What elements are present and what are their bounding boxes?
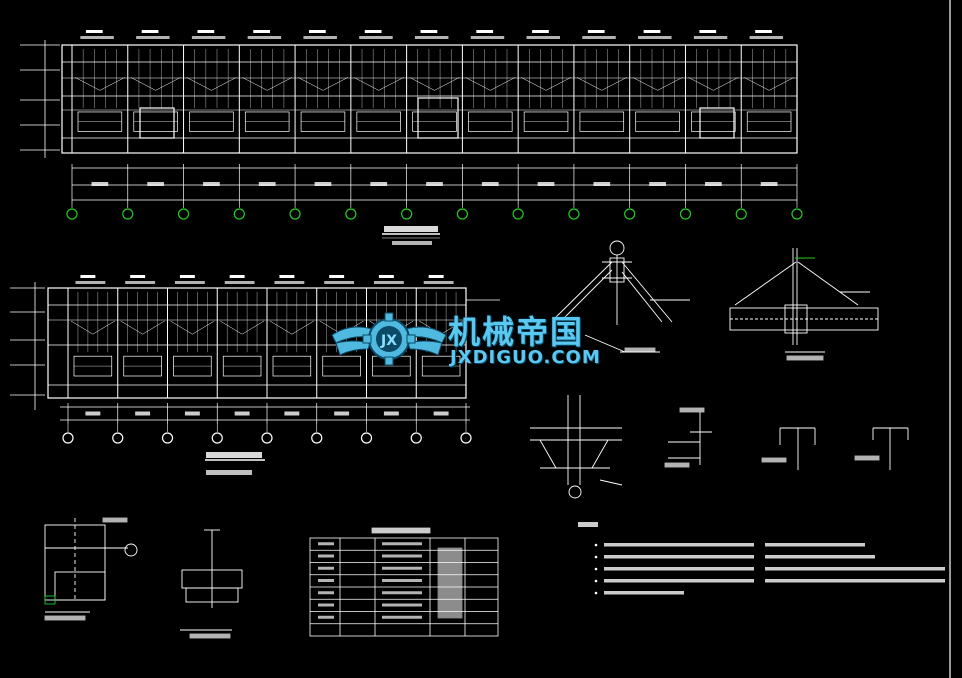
axis-bubble: [233, 208, 245, 220]
axis-bubble: [345, 208, 357, 220]
axis-bubble: [360, 432, 373, 444]
elevation-a-drawing: [20, 30, 803, 245]
axis-bubble: [289, 208, 301, 220]
material-table: [309, 527, 499, 637]
axis-bubble: [791, 208, 803, 220]
gear-wings-logo-icon: JX: [331, 312, 447, 366]
axis-bubble: [177, 208, 190, 220]
axis-bubble: [624, 208, 636, 220]
axis-bubble: [311, 432, 323, 444]
design-notes: [578, 522, 945, 595]
axis-bubble: [512, 208, 524, 220]
axis-bubble: [735, 208, 747, 220]
ridge-node-detail-2: [729, 248, 879, 361]
ridge-node-detail-1: [552, 240, 690, 353]
watermark: JX 机械帝国 JXDIGUO.COM: [330, 305, 630, 375]
axis-bubble: [410, 432, 422, 444]
watermark-title: 机械帝国: [448, 313, 585, 351]
axis-bubble: [460, 432, 472, 444]
axis-bubble: [66, 208, 78, 220]
axis-bubble: [401, 208, 413, 220]
axis-bubble: [122, 208, 134, 220]
axis-bubble: [161, 432, 174, 444]
logo-letters: JX: [380, 333, 397, 349]
axis-bubble: [261, 432, 273, 444]
axis-bubble: [456, 208, 468, 220]
axis-bubble: [568, 208, 580, 220]
elevation-b-drawing: [10, 275, 500, 475]
axis-bubble: [679, 208, 692, 220]
purlin-detail: [180, 529, 243, 639]
anchor-bolt-detail: [44, 517, 138, 621]
axis-bubble: [211, 432, 223, 444]
column-base-detail: [530, 395, 623, 499]
axis-bubble: [112, 432, 124, 444]
axis-bubble: [62, 432, 74, 444]
section-details: [664, 407, 909, 470]
watermark-url: JXDIGUO.COM: [450, 347, 601, 368]
